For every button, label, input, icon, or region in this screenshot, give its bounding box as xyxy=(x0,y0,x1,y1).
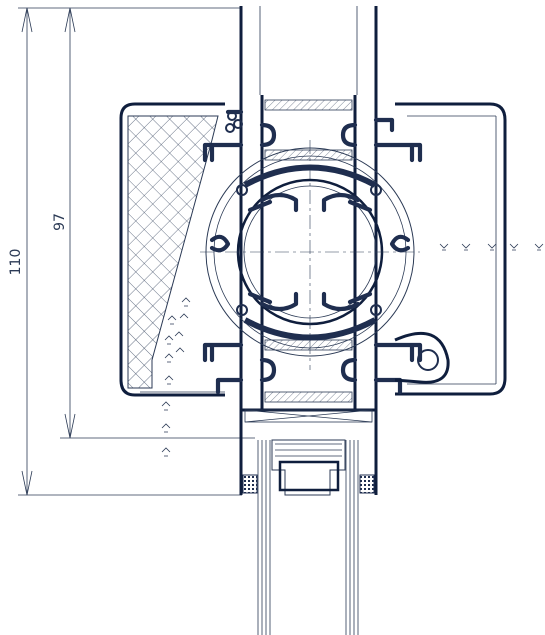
glass-pane-bottom xyxy=(257,440,359,635)
pivot-mechanism xyxy=(200,140,420,370)
outer-dimension-label: 110 xyxy=(8,249,24,276)
hinge-lug xyxy=(394,331,450,384)
dimension-lines xyxy=(18,7,255,496)
seal-marks-left xyxy=(161,297,191,457)
right-box xyxy=(395,102,507,396)
left-insulation-box xyxy=(119,102,225,397)
inner-dimension-label: 97 xyxy=(52,213,68,231)
glass-pane-top xyxy=(239,6,378,95)
roller-seal-top-left xyxy=(225,111,243,133)
thermal-breaks xyxy=(264,99,353,403)
seal-marks-right xyxy=(439,243,544,251)
